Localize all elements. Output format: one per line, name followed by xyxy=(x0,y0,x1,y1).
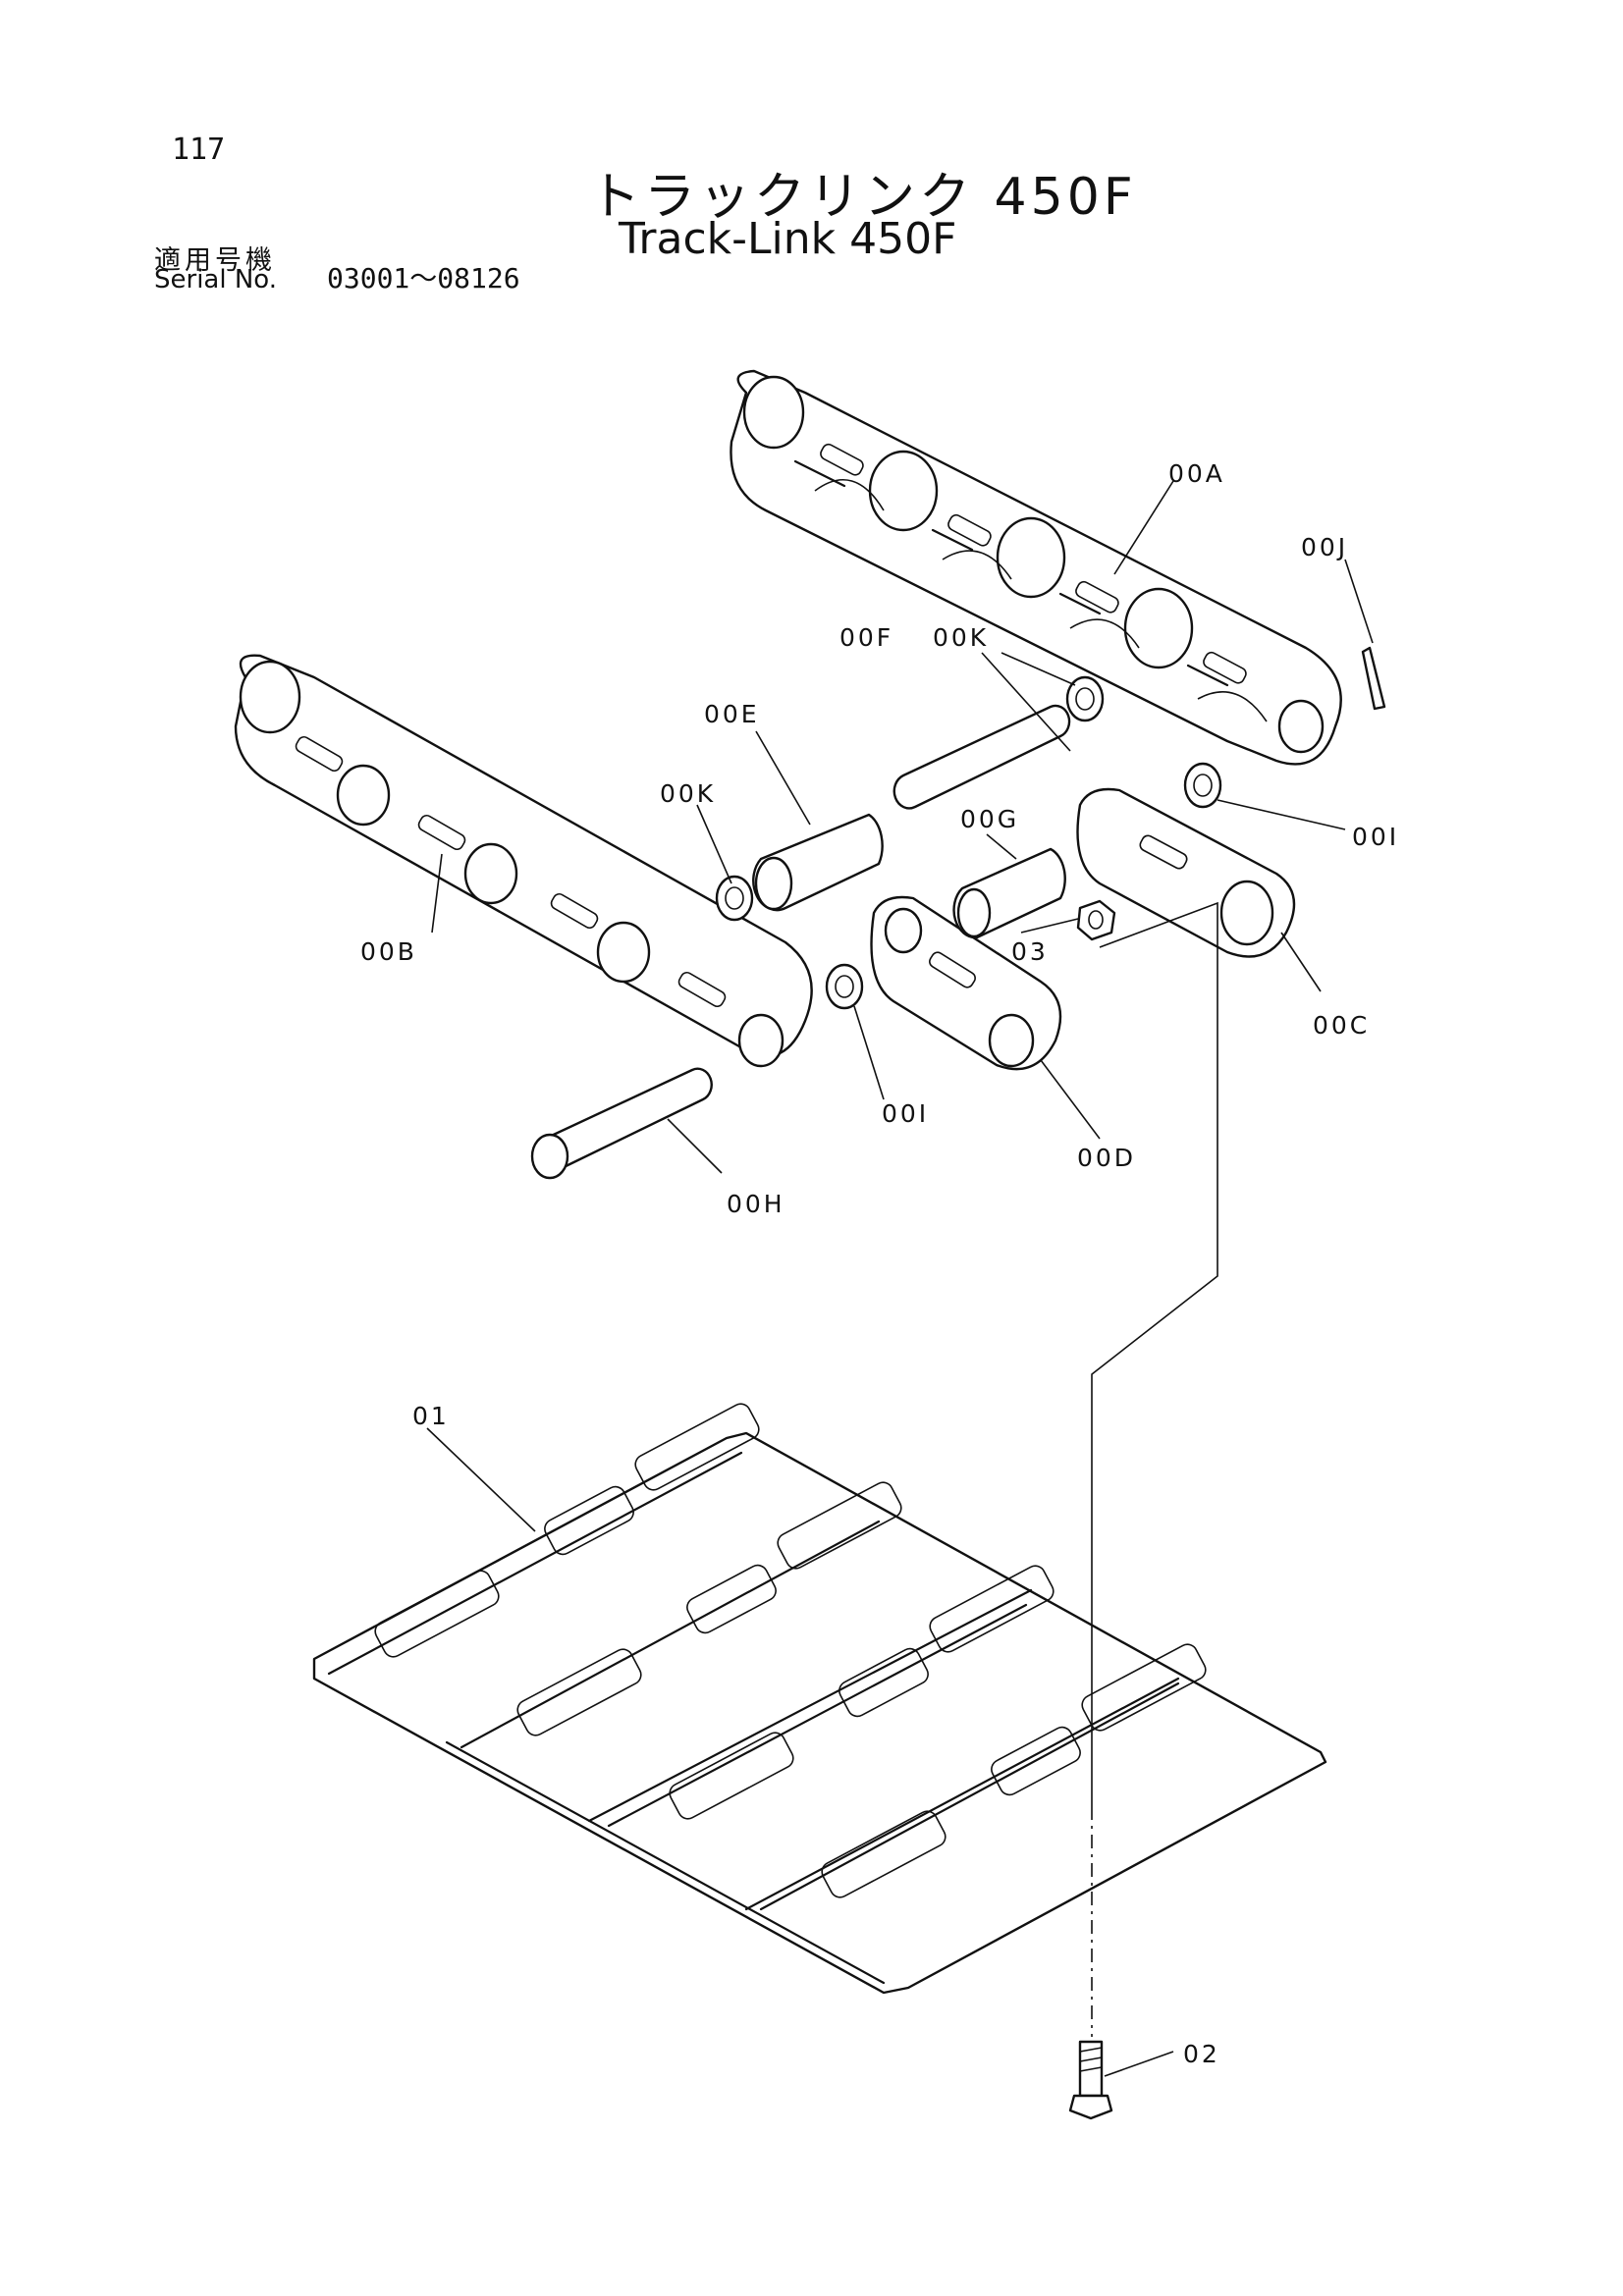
bolt-02 xyxy=(1068,2040,1113,2120)
part-label-02: 02 xyxy=(1183,2040,1220,2068)
bushing-00E xyxy=(752,813,884,912)
part-label-00I-right: 00I xyxy=(1352,823,1400,851)
left-link-assembly-00B xyxy=(234,654,813,1068)
pin-00F xyxy=(893,704,1071,810)
part-label-00C: 00C xyxy=(1313,1011,1371,1040)
page-title-english: Track-Link 450F xyxy=(619,214,957,264)
part-label-00H: 00H xyxy=(727,1190,785,1218)
part-label-00F: 00F xyxy=(839,623,894,652)
part-label-00E: 00E xyxy=(704,700,760,728)
serial-range: 03001～08126 xyxy=(327,262,520,294)
part-label-00G: 00G xyxy=(960,805,1020,833)
page-title-japanese: トラックリンク 450F xyxy=(589,168,1137,227)
part-label-00B: 00B xyxy=(360,937,417,966)
page-number: 117 xyxy=(172,133,226,167)
part-label-00K-right: 00K xyxy=(933,623,990,652)
serial-label-japanese: 適用号機 xyxy=(154,245,276,276)
part-label-00I-lower: 00I xyxy=(882,1099,930,1128)
part-label-03: 03 xyxy=(1011,937,1049,966)
upper-link-assembly-00A xyxy=(730,369,1342,766)
right-link-00C xyxy=(1076,787,1296,958)
part-label-00A: 00A xyxy=(1168,459,1225,488)
part-label-00D: 00D xyxy=(1077,1144,1137,1172)
seals xyxy=(715,646,1386,1010)
track-shoe-01 xyxy=(312,1403,1327,1995)
bushing-00G xyxy=(952,847,1066,939)
leader-lines xyxy=(426,480,1374,2077)
pin-00H xyxy=(530,1067,713,1180)
lower-link-00D xyxy=(870,895,1062,1071)
part-label-01: 01 xyxy=(412,1402,450,1430)
part-label-00J: 00J xyxy=(1301,533,1349,561)
nut-03 xyxy=(1076,899,1116,941)
serial-label-english: Serial No. xyxy=(154,265,277,294)
part-label-00K-left: 00K xyxy=(660,779,717,808)
